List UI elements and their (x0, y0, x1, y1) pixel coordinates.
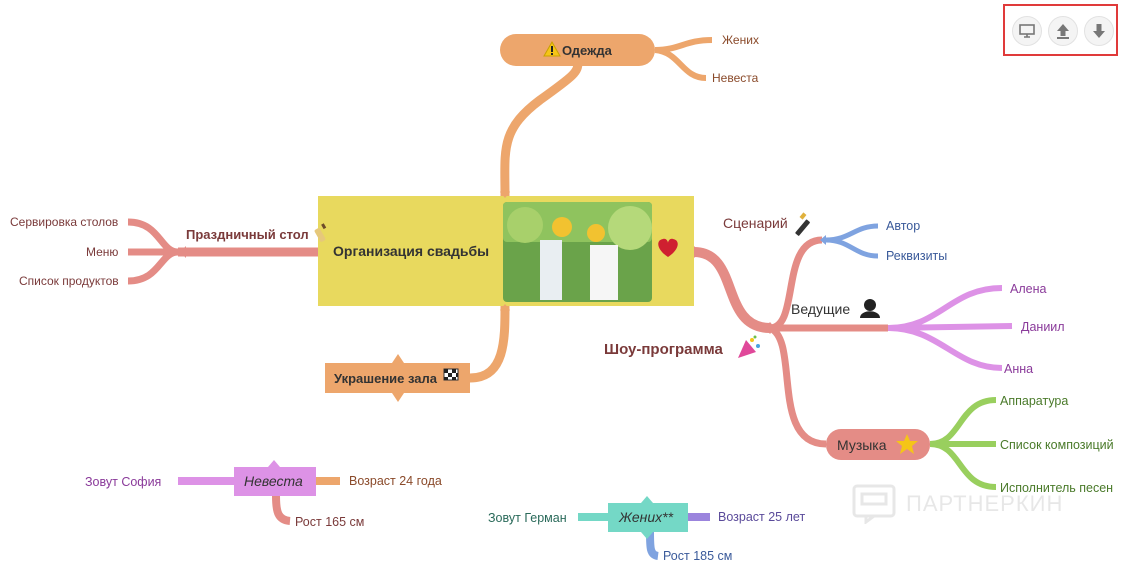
nevesta-float-node[interactable] (234, 467, 316, 496)
connector-dot (392, 354, 404, 363)
nevesta-float-left[interactable]: Зовут София (85, 475, 162, 489)
person-icon (860, 299, 880, 318)
connector-dot (500, 304, 510, 316)
pen-icon (795, 212, 810, 236)
connector-dot (500, 186, 510, 198)
export-upload-icon (1057, 24, 1069, 39)
nevesta-float-title[interactable]: Невеста (244, 473, 303, 489)
watermark-logo-icon (852, 484, 896, 524)
branch-odezhda-zhenih (654, 37, 713, 53)
presentation-button[interactable] (1012, 16, 1042, 46)
zhenih-float-title[interactable]: Жених** (619, 509, 674, 525)
branch-rekvizity (825, 237, 879, 259)
muzyka-title[interactable]: Музыка (837, 437, 887, 453)
vedushie-child-anna[interactable]: Анна (1004, 362, 1034, 376)
heart-icon (658, 238, 678, 257)
odezhda-child-zhenih[interactable]: Жених (722, 33, 759, 47)
muzyka-node[interactable] (826, 429, 930, 460)
branch-muzyka (768, 324, 827, 448)
branch-scenariy (769, 236, 823, 332)
download-button[interactable] (1084, 16, 1114, 46)
branch-show (693, 247, 771, 333)
branch-zhenih-bottom (646, 531, 659, 560)
vedushie-child-daniil[interactable]: Даниил (1021, 320, 1065, 334)
export-button[interactable] (1048, 16, 1078, 46)
muzyka-child-ispolnitel[interactable]: Исполнитель песен (1000, 481, 1114, 495)
show-title[interactable]: Шоу-программа (604, 341, 723, 358)
scenariy-title[interactable]: Сценарий (723, 215, 788, 231)
connector-dot (765, 322, 775, 334)
branch-anna (887, 325, 1003, 371)
connector-dot (268, 460, 280, 467)
branch-alena (887, 285, 1003, 331)
odezhda-title[interactable]: Одежда (562, 43, 612, 58)
zhenih-float-node[interactable] (608, 503, 688, 532)
stol-child-menu[interactable]: Меню (86, 245, 119, 259)
connector-dot (820, 235, 826, 245)
branch-ispolnitel (929, 441, 997, 490)
connector-dot (180, 246, 186, 258)
zhenih-float-right[interactable]: Возраст 25 лет (718, 510, 806, 524)
scenariy-child-rekvizity[interactable]: Реквизиты (886, 249, 948, 263)
presentation-icon (1019, 24, 1035, 38)
champagne-icon (314, 223, 327, 242)
download-icon (1093, 24, 1105, 38)
branch-stol-produkty (127, 248, 179, 285)
branch-odezhda-nevesta (654, 47, 707, 81)
central-title[interactable]: Организация свадьбы (333, 243, 490, 259)
wedding-photo (503, 202, 652, 302)
vedushie-child-alena[interactable]: Алена (1010, 282, 1047, 296)
branch-apparatura (929, 397, 997, 447)
vedushie-title[interactable]: Ведущие (791, 301, 851, 317)
nevesta-float-right[interactable]: Возраст 24 года (349, 474, 442, 488)
connector-dot (392, 393, 404, 402)
watermark: ПАРТНЕРКИН (852, 484, 1063, 524)
scenariy-child-avtor[interactable]: Автор (886, 219, 921, 233)
odezhda-node[interactable] (500, 34, 655, 66)
warning-icon (543, 40, 561, 57)
ukrashenie-title[interactable]: Украшение зала (334, 371, 438, 386)
branch-odezhda (500, 57, 583, 201)
connector-dot (694, 246, 700, 258)
star-icon (896, 434, 918, 454)
odezhda-child-nevesta[interactable]: Невеста (712, 71, 759, 85)
muzyka-child-apparatura[interactable]: Аппаратура (1000, 394, 1069, 408)
zhenih-float-left[interactable]: Зовут Герман (488, 511, 567, 525)
nevesta-float-bottom[interactable]: Рост 165 см (295, 515, 365, 529)
party-popper-icon (738, 335, 760, 358)
zhenih-float-bottom[interactable]: Рост 185 см (663, 549, 733, 563)
connector-dot (641, 496, 653, 503)
watermark-text: ПАРТНЕРКИН (906, 491, 1064, 516)
stol-title[interactable]: Праздничный стол (186, 227, 309, 242)
stol-child-servirovka[interactable]: Сервировка столов (10, 215, 119, 229)
muzyka-child-kompozicii[interactable]: Список композиций (1000, 438, 1114, 452)
checkered-flag-icon (443, 368, 459, 381)
branch-nevesta-bottom (272, 495, 291, 525)
stol-child-produkty[interactable]: Список продуктов (19, 274, 119, 288)
connector-dot (641, 532, 653, 539)
toolbar (1003, 4, 1118, 56)
branch-ukrashenie (469, 305, 510, 383)
branch-stol-servirovka (127, 218, 179, 256)
branch-avtor (825, 223, 879, 243)
